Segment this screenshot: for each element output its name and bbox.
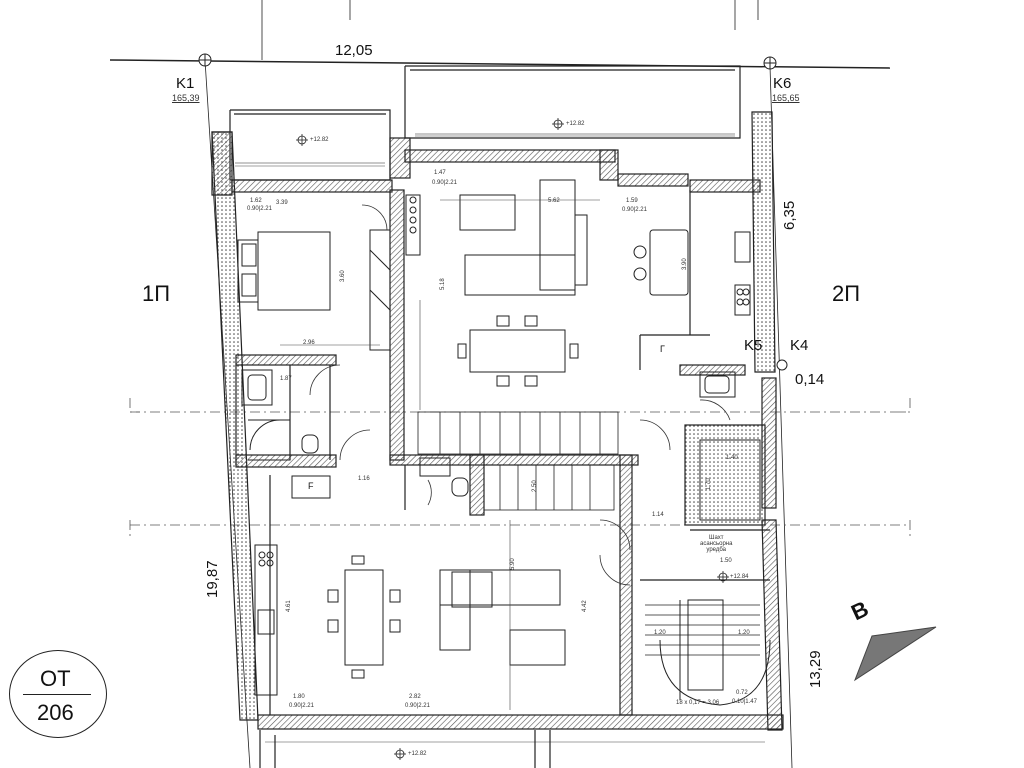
cabinet-label: Г	[660, 344, 665, 354]
exterior-walls	[211, 111, 784, 731]
dim-stairs-w: 2.50	[532, 480, 538, 492]
dim-st-120a: 1.20	[654, 630, 666, 636]
level-bottom: +12.82	[408, 751, 427, 757]
east-total-dimension: 13,29	[807, 650, 824, 688]
dim-lift-h: 1.70	[706, 478, 712, 490]
corner-k1-elevation: 165,39	[172, 93, 200, 103]
level-landing: +12.84	[730, 574, 749, 580]
dim-st-114: 1.14	[652, 512, 664, 518]
dim-win-br: 0.72	[736, 690, 748, 696]
dim-shaft-w: 1.50	[720, 558, 732, 564]
corner-k1-label: K1	[176, 75, 195, 92]
parcel-left-label: 1П	[142, 281, 171, 306]
dim-stair-note: 18 x 0,17 = 3,06	[676, 700, 720, 706]
dim-south-w1: 4.61	[286, 600, 292, 612]
parcel-right-label: 2П	[832, 281, 861, 306]
dim-bed-d: 2.96	[303, 340, 315, 346]
dim-bed-w2: 0.90|2.21	[247, 206, 272, 212]
dim-win-right: 1.59	[626, 198, 638, 204]
dim-bed-h: 3.60	[340, 270, 346, 282]
dim-wc-w: 1.16	[358, 476, 370, 482]
block-badge	[9, 650, 107, 738]
east-depth-dimension: 6,35	[781, 200, 798, 230]
dim-339: 3.39	[276, 200, 288, 206]
block-number: 206	[37, 700, 74, 725]
corner-k4-label: K4	[790, 337, 809, 354]
fridge-label: F	[308, 481, 314, 491]
dim-win-br2: 0.10|1.47	[732, 699, 757, 705]
level-terrace-left: +12.82	[310, 137, 329, 143]
stairs	[417, 411, 760, 656]
doors	[309, 204, 731, 586]
dim-kitchen-1: 1.47	[434, 170, 446, 176]
corner-k6-elevation: 165,65	[772, 93, 800, 103]
bottom-terrace	[259, 730, 551, 768]
dim-south-d: 5.90	[510, 558, 516, 570]
corner-k6-label: K6	[773, 75, 792, 92]
top-width-dimension: 12,05	[335, 42, 373, 59]
furniture	[237, 179, 771, 706]
north-arrow	[853, 626, 937, 682]
level-markers	[296, 118, 729, 760]
offset-dimension: 0,14	[795, 371, 825, 388]
left-balcony	[229, 109, 391, 181]
dim-living-w: 5.62	[548, 198, 560, 204]
west-total-dimension: 19,87	[204, 560, 221, 598]
corner-k5-label: K5	[744, 337, 763, 354]
dim-win-bm: 2.82	[409, 694, 421, 700]
dim-win-bm2: 0.90|2.21	[405, 703, 430, 709]
dim-lift-w: 1.40	[726, 455, 738, 461]
block-code: ОТ	[40, 666, 71, 691]
dim-bed-w: 1.62	[250, 198, 262, 204]
dim-shaft-label: Шахт асансьорна уредба	[700, 535, 733, 553]
dim-living-h: 5.18	[440, 278, 446, 290]
dim-win-bl: 1.80	[293, 694, 305, 700]
top-terrace	[404, 65, 741, 139]
level-terrace-top: +12.82	[566, 121, 585, 127]
dim-win-right2: 0.90|2.21	[622, 207, 647, 213]
dimension-lines	[235, 135, 765, 743]
dim-south-w2: 4.42	[582, 600, 588, 612]
dim-kit-right: 3.90	[682, 258, 688, 270]
block-badge-divider	[23, 694, 91, 695]
dim-st-120b: 1.20	[738, 630, 750, 636]
dim-kitchen-2: 0.90|2.21	[432, 180, 457, 186]
partitions	[235, 190, 770, 715]
corner-markers	[198, 53, 788, 371]
dim-win-bl2: 0.90|2.21	[289, 703, 314, 709]
dim-bath-w: 1.87	[280, 376, 292, 382]
